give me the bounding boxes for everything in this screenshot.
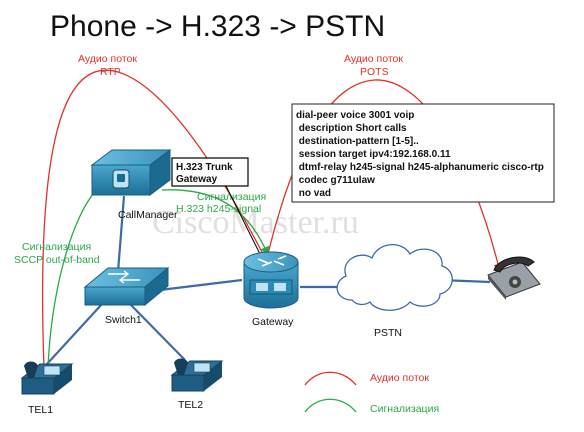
ip-phone-tel2-icon xyxy=(170,358,224,392)
switch-icon xyxy=(83,266,170,307)
callmanager-label: CallManager xyxy=(118,209,178,221)
config-line: destination-pattern [1-5].. xyxy=(296,136,419,147)
trunk-box-line1: H.323 Trunk xyxy=(176,162,233,173)
sccp-signal-path xyxy=(47,185,101,371)
config-line: dial-peer voice 3001 voip xyxy=(296,110,414,121)
sccp-label-line1: Сигнализация xyxy=(22,241,91,253)
trunk-pointer xyxy=(225,185,263,259)
switch-label: Switch1 xyxy=(105,314,142,326)
legend-signal-swatch xyxy=(304,398,357,413)
trunk-box-line2: Gateway xyxy=(176,174,218,185)
diagram-title: Phone -> H.323 -> PSTN xyxy=(50,10,385,43)
tel1-label: TEL1 xyxy=(28,404,53,416)
legend-audio-label: Аудио поток xyxy=(370,372,429,384)
config-line: no vad xyxy=(296,188,331,199)
config-line: description Short calls xyxy=(296,123,407,134)
gateway-label: Gateway xyxy=(252,316,294,328)
watermark: CiscoMaster.ru xyxy=(152,204,359,241)
rtp-label-line2: RTP xyxy=(100,66,121,78)
network-links xyxy=(46,195,491,365)
legend: Аудио поток Сигнализация xyxy=(304,371,439,415)
analog-phone-icon xyxy=(487,256,541,300)
dial-peer-config-box: dial-peer voice 3001 voip description Sh… xyxy=(291,103,555,203)
config-line: codec g711ulaw xyxy=(296,175,375,186)
pstn-label: PSTN xyxy=(374,327,402,339)
h245-label-line2: H.323 h245-signal xyxy=(176,203,261,215)
pots-label-line1: Аудио поток xyxy=(344,53,403,65)
rtp-label-line1: Аудио поток xyxy=(78,53,137,65)
h245-signal-path xyxy=(161,189,270,256)
gateway-router-icon xyxy=(243,251,299,309)
pstn-cloud-icon xyxy=(336,244,453,311)
callmanager-icon xyxy=(90,149,172,196)
config-line: dtmf-relay h245-signal h245-alphanumeric… xyxy=(296,162,544,173)
tel2-label: TEL2 xyxy=(178,399,203,411)
legend-signal-label: Сигнализация xyxy=(370,403,439,415)
config-line: session target ipv4:192.168.0.11 xyxy=(296,149,451,160)
trunk-box: H.323 Trunk Gateway xyxy=(171,157,249,187)
pots-label-line2: POTS xyxy=(360,66,389,78)
legend-audio-swatch xyxy=(304,371,357,386)
sccp-label-line2: SCCP out-of-band xyxy=(14,254,100,266)
ip-phone-tel1-icon xyxy=(20,361,74,395)
